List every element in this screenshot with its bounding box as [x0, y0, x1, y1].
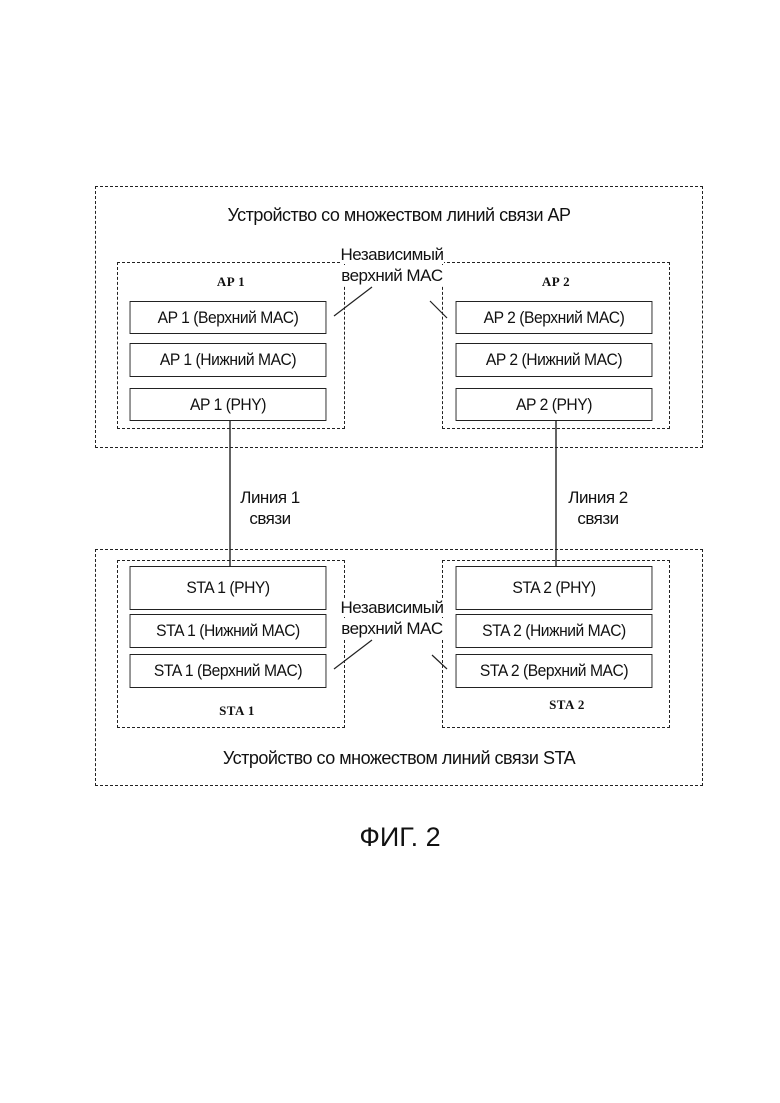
sta2-phy-layer: STA 2 (PHY): [456, 566, 653, 610]
ap1-label: AP 1: [117, 274, 345, 290]
sta1-lower-mac-layer: STA 1 (Нижний MAC): [130, 614, 327, 648]
sta-independent-mac-label-line2: верхний MAC: [340, 619, 444, 638]
link-2-label-line2: связи: [558, 509, 638, 528]
ap-device-title: Устройство со множеством линий связи AP: [95, 206, 703, 225]
ap2-phy-layer: AP 2 (PHY): [456, 388, 653, 421]
ap-independent-mac-label-line2: верхний MAC: [340, 266, 444, 285]
sta2-upper-mac-layer: STA 2 (Верхний MAC): [456, 654, 653, 688]
sta1-phy-layer: STA 1 (PHY): [130, 566, 327, 610]
ap1-lower-mac-layer: AP 1 (Нижний MAC): [130, 343, 327, 377]
ap1-upper-mac-layer: AP 1 (Верхний MAC): [130, 301, 327, 334]
link-1-label-line2: связи: [230, 509, 310, 528]
sta2-lower-mac-layer: STA 2 (Нижний MAC): [456, 614, 653, 648]
figure-caption: ФИГ. 2: [300, 822, 500, 853]
ap2-label: AP 2: [442, 274, 670, 290]
sta2-label: STA 2: [442, 697, 692, 713]
sta1-upper-mac-layer: STA 1 (Верхний MAC): [130, 654, 327, 688]
ap1-phy-layer: AP 1 (PHY): [130, 388, 327, 421]
sta-independent-mac-label-line1: Независимый: [340, 598, 444, 617]
ap2-lower-mac-layer: AP 2 (Нижний MAC): [456, 343, 653, 377]
link-1-label-line1: Линия 1: [230, 488, 310, 507]
sta1-label: STA 1: [117, 703, 357, 719]
sta-device-title: Устройство со множеством линий связи STA: [95, 749, 703, 768]
ap-independent-mac-label-line1: Независимый: [340, 245, 444, 264]
link-2-label-line1: Линия 2: [558, 488, 638, 507]
ap2-upper-mac-layer: AP 2 (Верхний MAC): [456, 301, 653, 334]
